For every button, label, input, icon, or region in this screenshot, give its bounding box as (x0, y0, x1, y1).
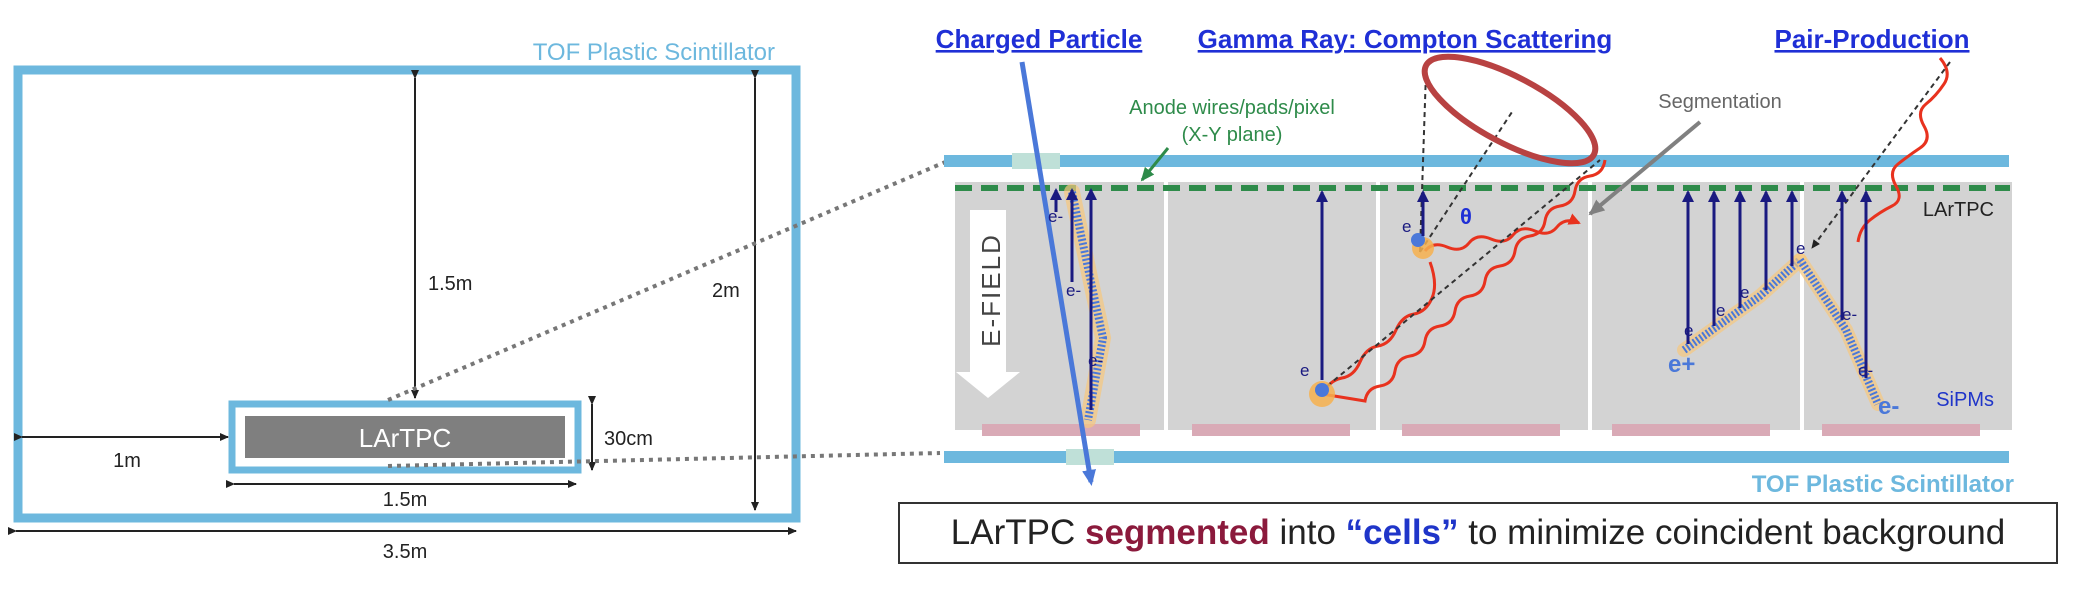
title-pair-production: Pair-Production (1774, 24, 1969, 54)
pair-photon-axis (1811, 61, 1951, 249)
sipms-label: SiPMs (1936, 389, 1994, 411)
cell-5 (1804, 182, 2012, 430)
compton-electron: e (1402, 217, 1411, 236)
lartpc-label-right: LArTPC (1923, 199, 1994, 221)
caption-part-3: into (1269, 513, 1346, 552)
pair-electron-big: e- (1878, 393, 1899, 420)
pair-electron-minus-1: e- (1842, 305, 1857, 324)
charged-electron-1: e- (1048, 207, 1063, 226)
title-charged-particle: Charged Particle (936, 24, 1143, 54)
compton-theta: θ (1460, 204, 1472, 229)
pair-photon-wave (1856, 57, 1949, 243)
zoom-line-bottom (387, 451, 941, 468)
tof-top-bar (944, 155, 2009, 167)
sipm-2 (1192, 424, 1350, 436)
positron-label: e+ (1668, 351, 1695, 378)
cell2-electron: e (1300, 361, 1309, 380)
compton-cone-left (1419, 71, 1427, 253)
dim-inner-height: 1.5m (428, 273, 472, 295)
tof-bottom-bar (944, 451, 2009, 463)
left-overview: TOF Plastic Scintillator LArTPC 1.5m 2m … (8, 39, 801, 563)
caption-part-5: to minimize coincident background (1458, 513, 2006, 552)
anode-label-line2: (X-Y plane) (1182, 124, 1283, 146)
sipm-5 (1822, 424, 1980, 436)
caption-segmented: segmented (1085, 513, 1270, 552)
pair-electron-minus-2: e- (1858, 361, 1873, 380)
compton-electron-blob (1411, 233, 1425, 247)
caption-box: LArTPC segmented into “cells” to minimiz… (898, 502, 2058, 564)
charged-electron-2: e- (1066, 281, 1081, 300)
charged-particle-beam (1019, 61, 1096, 486)
charged-track (1068, 191, 1108, 421)
segmentation-label: Segmentation (1658, 91, 1781, 113)
efield-arrow (956, 210, 1020, 398)
pair-electron-label-2: e (1716, 301, 1725, 320)
right-detail: E-FIELD e- e- e- e θ e (936, 24, 2014, 498)
dim-box-width: 1.5m (383, 489, 427, 511)
lartpc-box (245, 416, 565, 458)
compton-photon-wave (1321, 159, 1607, 403)
compton-incoming-wave (1320, 261, 1437, 395)
caption-cells: “cells” (1345, 513, 1459, 552)
compton-cone-ellipse (1421, 53, 1599, 167)
dim-total-width: 3.5m (383, 541, 427, 563)
tof-label-right: TOF Plastic Scintillator (1752, 471, 2014, 498)
title-gamma-ray: Gamma Ray: Compton Scattering (1198, 24, 1613, 54)
cell-4 (1592, 182, 1800, 430)
dim-outer-height: 2m (712, 280, 740, 302)
caption-part-1: LArTPC (950, 513, 1085, 552)
cell-2 (1168, 182, 1376, 430)
tof-bottom-gap (1066, 449, 1114, 465)
lartpc-label-left: LArTPC (359, 423, 451, 453)
sipm-3 (1402, 424, 1560, 436)
pair-electron-label-4: e (1796, 239, 1805, 258)
pair-electron-label-3: e (1740, 283, 1749, 302)
anode-pointer (1140, 147, 1170, 182)
dim-box-height: 30cm (604, 428, 653, 450)
segmentation-pointer (1588, 120, 1702, 216)
photoabsorption-electron (1315, 383, 1329, 397)
dim-left-gap: 1m (113, 450, 141, 472)
pair-electron-label: e (1684, 321, 1693, 340)
efield-label: E-FIELD (976, 233, 1006, 347)
compton-ray-axis (1319, 159, 1601, 393)
sipm-4 (1612, 424, 1770, 436)
zoom-line-top (387, 158, 951, 402)
tof-label-left: TOF Plastic Scintillator (533, 39, 775, 66)
compton-cone-right (1419, 111, 1513, 253)
pair-positron-track (1681, 257, 1803, 354)
sipm-1 (982, 424, 1140, 436)
lartpc-cells (955, 182, 2012, 430)
cell-3 (1380, 182, 1588, 430)
lartpc-frame (228, 400, 582, 474)
anode-label-line1: Anode wires/pads/pixel (1129, 97, 1335, 119)
tof-outer-frame (13, 65, 801, 523)
pair-electron-track (1796, 257, 1882, 406)
sipm-pads (982, 424, 1980, 436)
charged-electron-3: e- (1088, 351, 1103, 370)
